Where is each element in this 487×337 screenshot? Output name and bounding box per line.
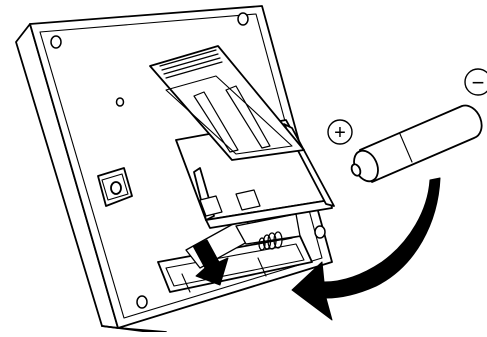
plus-symbol: + [334,122,346,144]
mounting-hole-top-left [51,36,61,48]
mounting-hole-bottom-right [315,226,325,238]
minus-symbol: − [472,70,485,95]
mounting-hole-top-right [238,13,248,25]
mounting-hole-bottom-left [137,296,147,308]
polarity-minus-marker: − [465,69,487,95]
small-screw-hole [117,98,124,106]
polarity-plus-marker: + [328,120,352,144]
aa-battery [349,106,481,186]
